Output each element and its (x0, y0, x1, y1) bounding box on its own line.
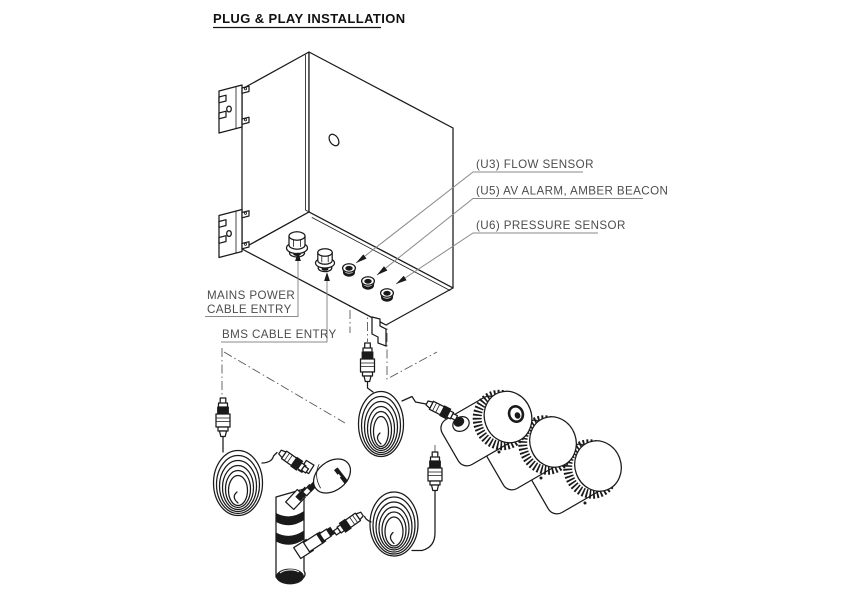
mains-cable-gland (285, 231, 309, 258)
pipe-union-lower (275, 530, 305, 545)
door-lock-hole (328, 133, 340, 147)
callout-mains-label-line1: MAINS POWER (207, 289, 295, 302)
arrowhead-mains (295, 252, 301, 261)
mounting-bracket-top (218, 84, 250, 134)
arrowhead-bms (324, 272, 330, 281)
door-catch-clip (371, 316, 387, 347)
av-alarm-beacon-stack (440, 389, 622, 515)
pipe-union-upper (275, 510, 305, 526)
flow-sensor-coupling (285, 480, 318, 511)
bracket-hole (226, 229, 232, 238)
arrowhead-u5 (377, 266, 388, 275)
sensor-connector-u3 (341, 263, 357, 277)
callout-u5-label: (U5) AV ALARM, AMBER BEACON (476, 185, 668, 198)
sounder-unit-1-beacon (440, 389, 533, 467)
enclosure-box (241, 51, 454, 347)
flow-sensor-slot (333, 467, 349, 484)
plug-middle (359, 342, 376, 383)
callout-mains-label-line2: CABLE ENTRY (207, 303, 292, 316)
bottom-ridge-line (311, 217, 451, 291)
bracket-hole (226, 105, 232, 113)
pipe-opening (276, 568, 304, 585)
inline-connector-flow (278, 449, 310, 474)
coiled-cable-bottom (363, 489, 436, 557)
coiled-cable-middle (357, 380, 427, 458)
page-title: PLUG & PLAY INSTALLATION (213, 11, 406, 26)
plug-right (427, 451, 443, 492)
tee-pipe-assembly (275, 458, 352, 585)
flow-sensor-head (297, 458, 352, 494)
callout-bms-label: BMS CABLE ENTRY (222, 328, 337, 341)
bms-cable-gland (314, 248, 336, 273)
arrowhead-u3 (356, 254, 367, 263)
coiled-cable-left (212, 435, 278, 517)
sensor-connector-u6 (379, 288, 395, 302)
callout-leaders (205, 171, 643, 343)
door-edge-line (305, 54, 310, 213)
plug-left (215, 397, 231, 438)
inline-connector-sounder (425, 400, 459, 421)
mounting-bracket-bottom (218, 208, 250, 259)
sensor-connector-u5 (360, 276, 376, 290)
callout-u6-label: (U6) PRESSURE SENSOR (476, 219, 626, 232)
inline-connector-pressure (332, 511, 364, 536)
callout-u3-label: (U3) FLOW SENSOR (476, 158, 594, 171)
arrowhead-u6 (396, 275, 407, 284)
pressure-sensor (293, 526, 335, 560)
